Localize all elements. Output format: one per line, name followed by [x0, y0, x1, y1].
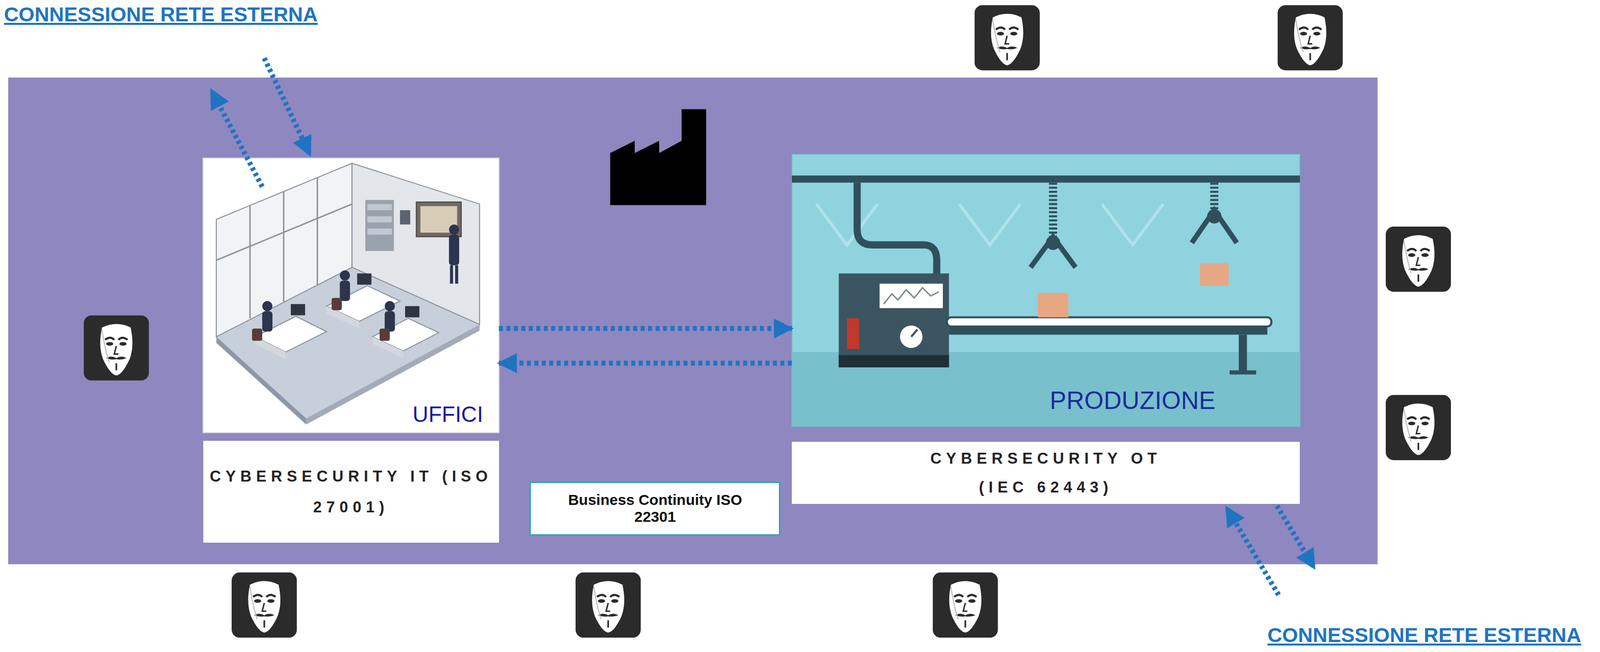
illustration-shape [900, 325, 923, 348]
illustration-shape [1229, 370, 1257, 375]
process-box: CYBERSECURITY IT (ISO 27001) [203, 440, 500, 543]
illustration-shape [326, 306, 360, 329]
illustration-shape [316, 177, 319, 285]
illustration-shape [400, 210, 411, 225]
illustration-shape [216, 204, 352, 261]
illustration-shape [365, 199, 394, 252]
illustration-shape [264, 58, 310, 154]
illustration-shape [1045, 235, 1061, 251]
illustration-shape [262, 311, 273, 332]
illustration-shape [216, 336, 307, 425]
illustration-shape [384, 301, 396, 312]
illustration-shape [212, 91, 263, 187]
illustration-shape [932, 572, 998, 638]
illustration-shape [216, 177, 352, 319]
illustration-shape [1227, 509, 1279, 595]
illustration-shape [448, 234, 460, 266]
process-box: CYBERSECURITY OT (IEC 62443) [791, 441, 1300, 505]
illustration-shape [839, 355, 950, 368]
illustration-shape [367, 216, 392, 223]
illustration-shape [367, 204, 392, 211]
illustration-shape [1048, 182, 1057, 238]
illustration-shape [1037, 292, 1069, 318]
illustration-shape [262, 301, 273, 312]
illustration-shape [1238, 334, 1247, 374]
illustration-shape [1277, 4, 1343, 71]
illustration-shape [449, 265, 453, 284]
illustration-shape [379, 328, 391, 341]
illustration-shape [816, 204, 1164, 246]
picture-box: PRODUZIONE [791, 154, 1300, 427]
illustration-shape [575, 572, 641, 638]
illustration-shape [879, 283, 943, 309]
illustration-shape [290, 304, 306, 316]
illustration-shape [252, 328, 263, 341]
connection-label: CONNESSIONE RETE ESTERNA [3, 2, 318, 27]
illustration-shape [816, 204, 878, 246]
illustration-shape [1207, 209, 1222, 224]
illustration-shape [249, 205, 252, 319]
picture-box: UFFICI [203, 158, 500, 433]
illustration-shape [856, 182, 937, 276]
flow-arrow [499, 326, 792, 332]
illustration-shape [1210, 182, 1219, 210]
illustration-shape [846, 318, 860, 350]
illustration-shape [455, 265, 459, 284]
illustration-shape [416, 202, 462, 238]
illustration-shape [911, 329, 918, 337]
illustration-shape [83, 315, 149, 381]
illustration-shape [282, 191, 285, 303]
illustration-shape [331, 298, 342, 311]
illustration-shape [262, 224, 460, 333]
process-box: Business Continuity ISO 22301 [529, 481, 781, 536]
illustration-shape [367, 228, 392, 235]
illustration-shape [839, 273, 950, 368]
illustration-shape [7, 77, 1378, 565]
illustration-shape [231, 572, 297, 638]
illustration-shape [1053, 182, 1215, 238]
node-text: CYBERSECURITY IT (ISO 27001) [208, 461, 495, 523]
illustration-shape [791, 154, 1300, 427]
illustration-shape [1385, 395, 1451, 461]
node-text: CYBERSECURITY OT (IEC 62443) [901, 444, 1190, 502]
illustration-shape [1199, 263, 1229, 286]
node-text: UFFICI [412, 401, 484, 428]
illustration-shape [339, 280, 351, 302]
illustration-shape [448, 224, 460, 236]
illustration-shape [791, 351, 1300, 427]
illustration-shape [791, 154, 1300, 427]
illustration-shape [1385, 226, 1451, 292]
flow-arrow [499, 360, 792, 366]
node-text: PRODUZIONE [1049, 385, 1216, 416]
illustration-shape [203, 158, 500, 433]
illustration-shape [357, 273, 372, 285]
illustration-shape [974, 4, 1040, 71]
illustration-shape [946, 317, 1272, 327]
node-text: Business Continuity ISO 22301 [545, 491, 765, 526]
illustration-shape [1101, 204, 1164, 246]
illustration-shape [791, 175, 1300, 183]
illustration-shape [339, 270, 351, 281]
connection-label: CONNESSIONE RETE ESTERNA [1267, 623, 1582, 648]
illustration-shape [610, 109, 707, 206]
illustration-shape [405, 306, 420, 318]
illustration-shape [252, 298, 390, 341]
illustration-shape [959, 204, 1021, 246]
illustration-shape [948, 326, 1268, 335]
illustration-shape [203, 158, 500, 433]
illustration-shape [883, 287, 939, 305]
